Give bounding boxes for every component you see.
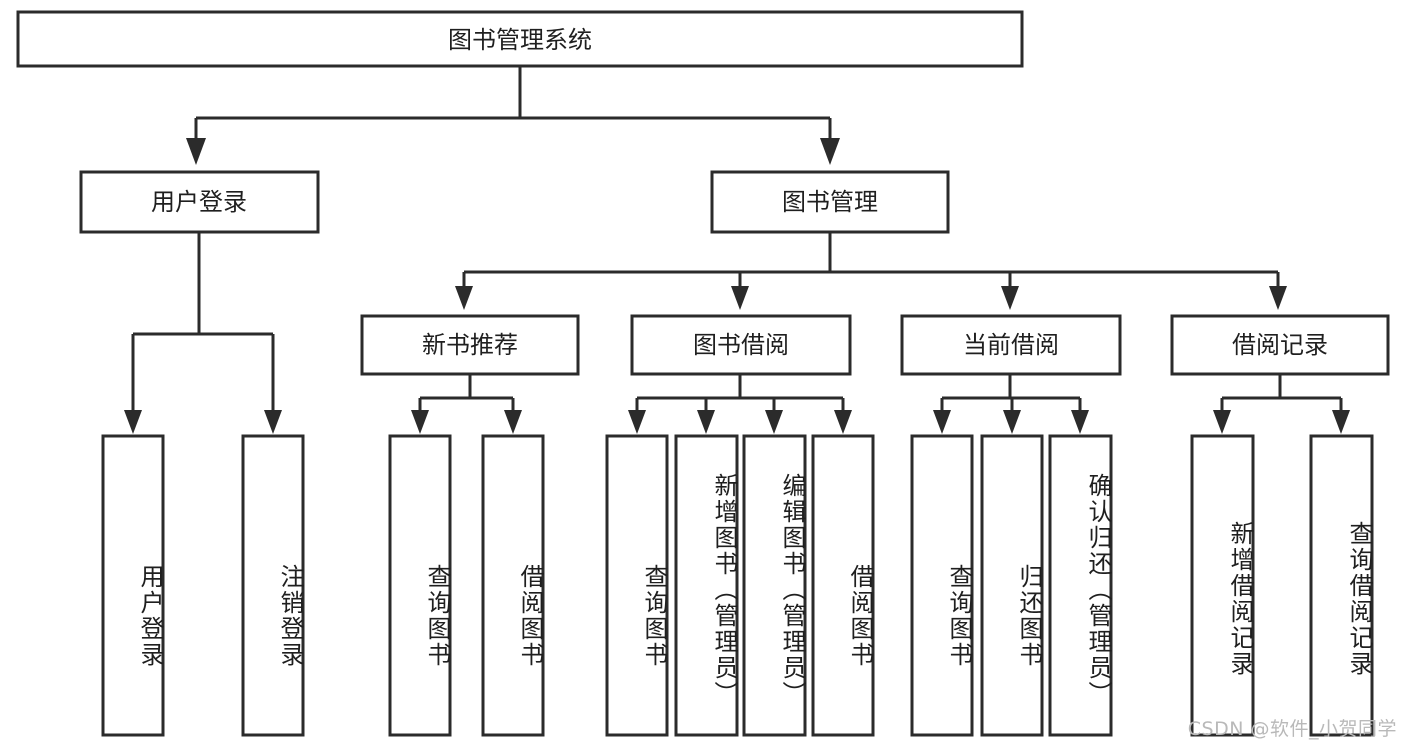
arrowhead-leaf-user-login: [124, 410, 142, 434]
node-book-borrow-box[interactable]: [630, 314, 852, 376]
node-book-manage-label: 图书管理: [782, 188, 878, 216]
arrowhead-user-login: [186, 138, 206, 165]
node-root[interactable]: 图书管理系统: [16, 10, 1024, 68]
arrowhead-book-borrow: [731, 286, 749, 310]
node-user-login-box[interactable]: [79, 170, 320, 234]
leaf-box-cb-confirm-return[interactable]: [1048, 434, 1113, 737]
node-user-login-label: 用户登录: [151, 188, 247, 216]
node-new-book-rec-label: 新书推荐: [422, 331, 518, 359]
leaf-box-br-add-record[interactable]: [1190, 434, 1255, 737]
arrowhead-current-borrow: [1001, 286, 1019, 310]
arrowhead-bb-query: [628, 410, 646, 434]
node-current-borrow-box[interactable]: [900, 314, 1122, 376]
connector-current-borrow-to-leaves: [933, 374, 1089, 434]
node-current-borrow[interactable]: 当前借阅: [900, 314, 1122, 376]
arrowhead-br-add: [1213, 410, 1231, 434]
arrowhead-leaf-logout: [264, 410, 282, 434]
leaf-box-logout[interactable]: [241, 434, 305, 737]
leaf-box-br-query-record[interactable]: [1309, 434, 1374, 737]
connector-root-to-level2: [186, 66, 840, 165]
connector-user-login-to-leaves: [124, 232, 282, 434]
leaf-box-bb-query-book[interactable]: [605, 434, 669, 737]
node-borrow-record[interactable]: 借阅记录: [1170, 314, 1390, 376]
arrowhead-nbr-borrow: [504, 410, 522, 434]
node-borrow-record-box[interactable]: [1170, 314, 1390, 376]
connector-book-borrow-to-leaves: [628, 374, 852, 434]
leaf-box-bb-add-book[interactable]: [674, 434, 739, 737]
arrowhead-new-book-rec: [455, 286, 473, 310]
arrowhead-nbr-query: [411, 410, 429, 434]
leaf-box-cb-return-book[interactable]: [980, 434, 1044, 737]
node-new-book-rec-box[interactable]: [360, 314, 580, 376]
arrowhead-cb-confirm: [1071, 410, 1089, 434]
leaf-box-bb-borrow-book[interactable]: [811, 434, 875, 737]
node-root-label: 图书管理系统: [448, 26, 592, 54]
leaf-boxes: [101, 434, 1374, 737]
connector-new-book-rec-to-leaves: [411, 374, 522, 434]
node-book-manage[interactable]: 图书管理: [710, 170, 950, 234]
node-current-borrow-label: 当前借阅: [963, 331, 1059, 359]
arrowhead-br-query: [1332, 410, 1350, 434]
arrowhead-cb-query: [933, 410, 951, 434]
leaf-box-user-login[interactable]: [101, 434, 165, 737]
node-new-book-rec[interactable]: 新书推荐: [360, 314, 580, 376]
arrowhead-bb-borrow: [834, 410, 852, 434]
leaf-box-bb-edit-book[interactable]: [742, 434, 807, 737]
arrowhead-cb-return: [1003, 410, 1021, 434]
arrowhead-bb-edit: [765, 410, 783, 434]
node-root-box[interactable]: [16, 10, 1024, 68]
arrowhead-borrow-record: [1269, 286, 1287, 310]
connector-borrow-record-to-leaves: [1213, 374, 1350, 434]
connector-book-manage-to-level3: [455, 232, 1287, 310]
node-user-login[interactable]: 用户登录: [79, 170, 320, 234]
node-book-borrow-label: 图书借阅: [693, 331, 789, 359]
leaf-box-cb-query-book[interactable]: [910, 434, 974, 737]
leaf-box-nbr-query-book[interactable]: [388, 434, 452, 737]
leaf-box-nbr-borrow-book[interactable]: [481, 434, 545, 737]
arrowhead-bb-add: [697, 410, 715, 434]
node-borrow-record-label: 借阅记录: [1232, 331, 1328, 359]
node-book-borrow[interactable]: 图书借阅: [630, 314, 852, 376]
csdn-watermark: CSDN @软件_小贺同学: [1187, 718, 1397, 740]
node-book-manage-box[interactable]: [710, 170, 950, 234]
arrowhead-book-manage: [820, 138, 840, 165]
